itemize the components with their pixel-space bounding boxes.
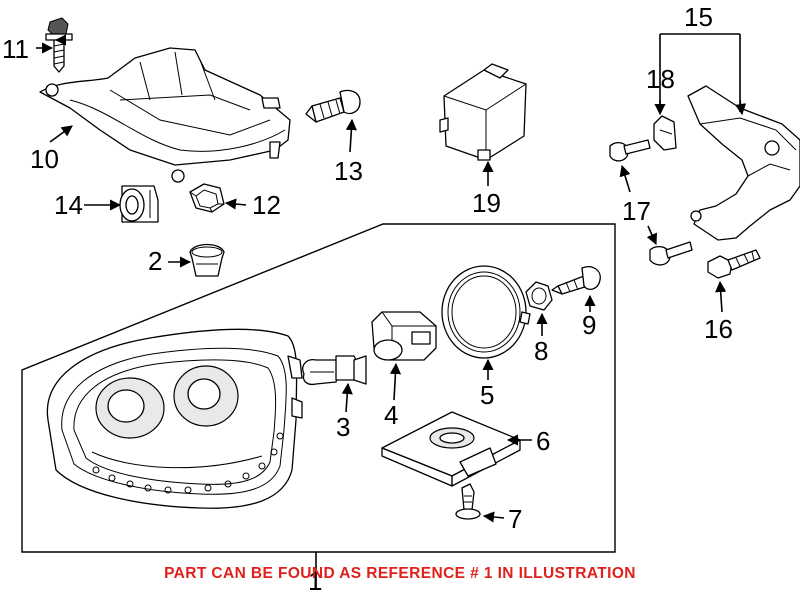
callout-7: 7	[508, 504, 522, 534]
callout-13: 13	[334, 156, 363, 186]
clip-part-18	[653, 115, 677, 151]
callout-17: 17	[622, 196, 651, 226]
callout-16: 16	[704, 314, 733, 344]
bolt-part-16	[707, 249, 761, 279]
cover-part-6	[381, 411, 521, 487]
screw-part-17-lower	[649, 241, 693, 266]
grommet-part-14	[119, 185, 159, 223]
callout-10: 10	[30, 144, 59, 174]
callout-1: 1	[308, 566, 322, 593]
cap-part-2	[189, 243, 225, 277]
headlamp-assembly-box	[21, 223, 616, 553]
callout-2: 2	[148, 246, 162, 276]
callout-19: 19	[472, 188, 501, 218]
callout-8: 8	[534, 336, 548, 366]
screw-part-17-upper	[609, 139, 651, 162]
reference-note: PART CAN BE FOUND AS REFERENCE # 1 IN IL…	[164, 565, 636, 582]
bracket-part-10	[39, 47, 291, 183]
callout-4: 4	[384, 400, 398, 430]
callout-leaders	[36, 33, 747, 523]
callout-5: 5	[480, 380, 494, 410]
bracket-part-15	[687, 85, 800, 241]
module-part-19	[439, 63, 527, 161]
screw-part-13	[305, 89, 361, 123]
seal-ring-part-5	[441, 265, 531, 359]
nut-part-12	[189, 183, 225, 213]
led-ring	[92, 432, 284, 494]
bulb-part-3	[302, 355, 367, 386]
bolt-part-11	[45, 17, 73, 73]
nut-part-8	[525, 281, 553, 311]
socket-part-4	[371, 311, 437, 361]
callout-18: 18	[646, 64, 675, 94]
screw-part-9	[551, 266, 601, 295]
callout-14: 14	[54, 190, 83, 220]
callout-9: 9	[582, 310, 596, 340]
pin-part-7	[455, 483, 481, 520]
callout-12: 12	[252, 190, 281, 220]
headlamp-unit	[46, 328, 303, 509]
callout-numbers: 11 10 13 14 12 2 19 15 18 17 16 9 8 5 4 …	[2, 2, 733, 593]
callout-3: 3	[336, 412, 350, 442]
callout-6: 6	[536, 426, 550, 456]
callout-11: 11	[2, 34, 29, 64]
callout-15: 15	[684, 2, 713, 32]
